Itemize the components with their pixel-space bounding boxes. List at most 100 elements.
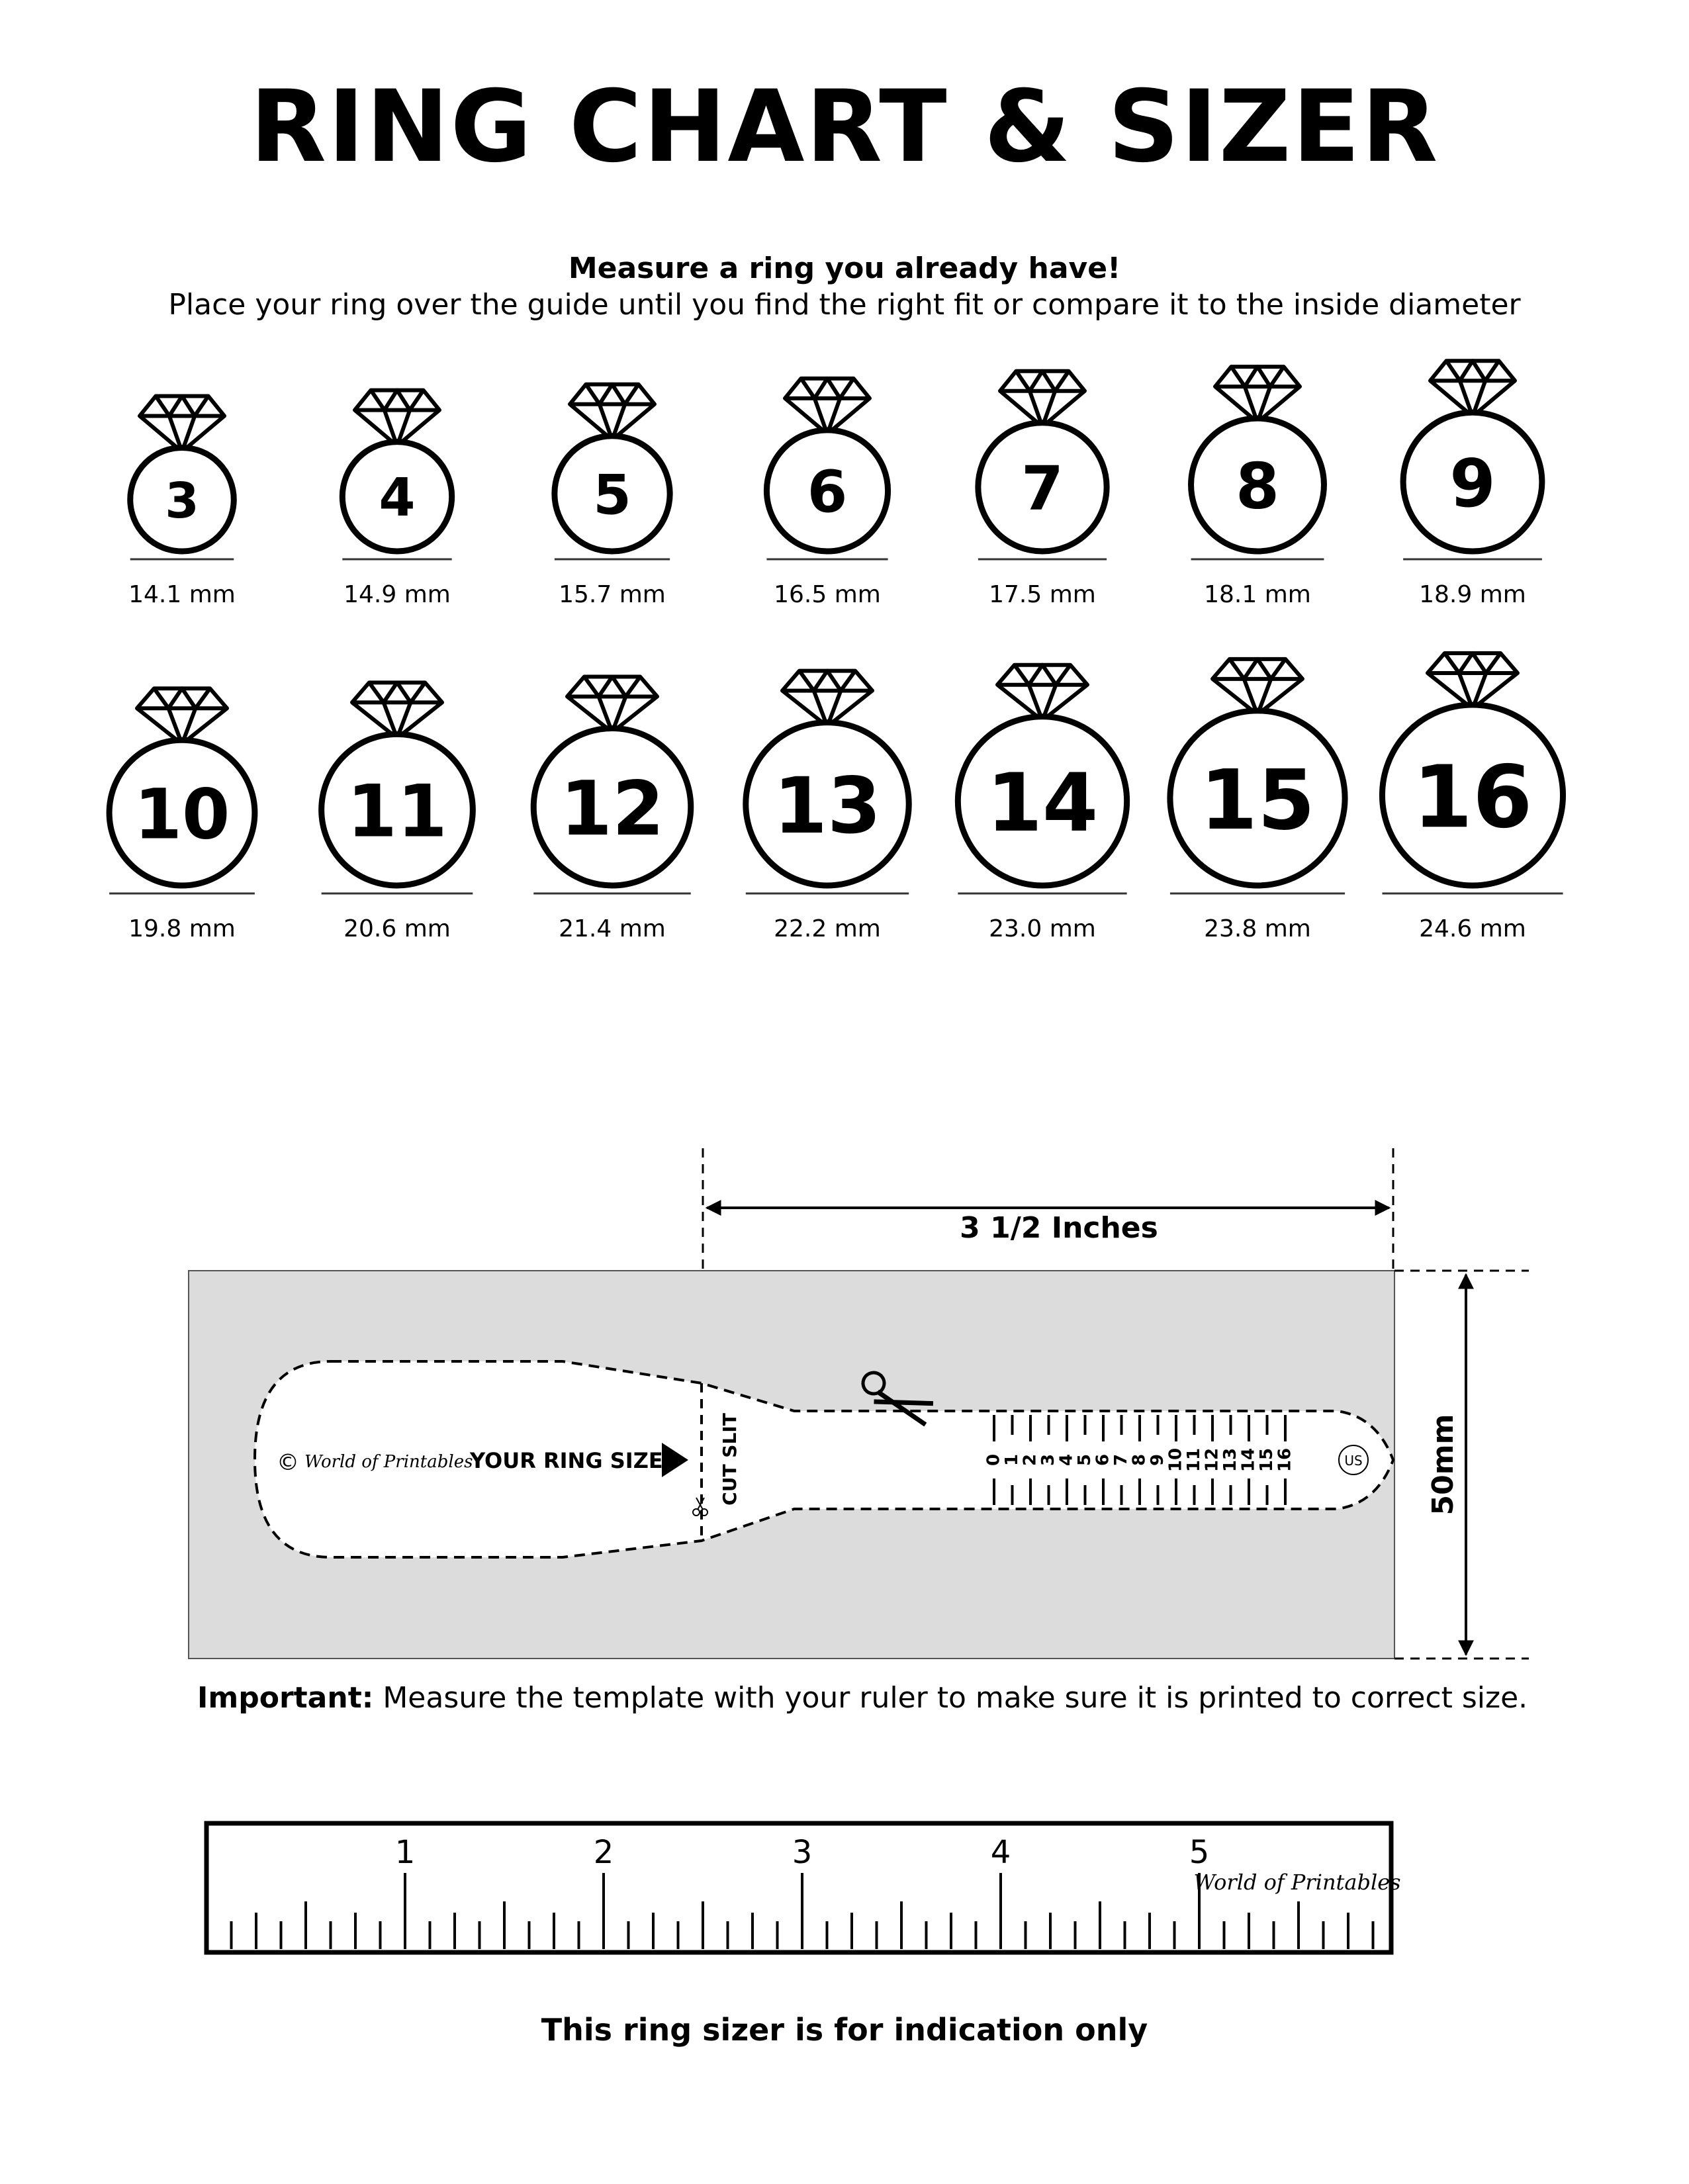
important-label: Important: <box>197 1681 374 1715</box>
diamond-icon <box>568 382 657 442</box>
ruler-number: 3 <box>792 1834 813 1871</box>
ring-size-9: 9 18.9 mm <box>1400 359 1545 608</box>
copyright-symbol: © <box>277 1449 299 1476</box>
ring-circle <box>975 420 1110 555</box>
ring-size-12: 12 21.4 mm <box>530 674 694 942</box>
ring-size-number: 11 <box>347 770 447 854</box>
diameter-label: 18.9 mm <box>1419 581 1526 608</box>
diamond-icon <box>1213 365 1302 425</box>
ring-circle <box>743 719 912 889</box>
scissors-icon <box>861 1371 934 1427</box>
diameter-label: 23.0 mm <box>989 915 1096 942</box>
ruler-number: 4 <box>991 1834 1011 1871</box>
diamond-icon <box>565 674 659 735</box>
ring-size-number: 5 <box>593 463 631 527</box>
scale-number: 11 <box>1184 1448 1204 1472</box>
ring-circle <box>763 427 891 555</box>
ring-circle <box>530 725 694 889</box>
ring-size-7: 7 17.5 mm <box>975 369 1110 608</box>
instructions-text: Place your ring over the guide until you… <box>168 288 1521 322</box>
ring-size-number: 8 <box>1236 451 1279 523</box>
ring-size-10: 10 19.8 mm <box>106 686 258 942</box>
scale-number: 2 <box>1021 1454 1040 1466</box>
diamond-icon <box>998 369 1087 429</box>
unit-badge-label: US <box>1344 1453 1362 1469</box>
diameter-label: 21.4 mm <box>559 915 666 942</box>
ring-size-number: 15 <box>1200 752 1315 848</box>
ring-size-number: 13 <box>774 760 882 851</box>
ring-size-number: 12 <box>560 765 664 852</box>
scale-number: 4 <box>1057 1454 1077 1466</box>
scale-number: 1 <box>1002 1454 1022 1466</box>
width-label: 3 1/2 Inches <box>960 1211 1158 1245</box>
diameter-label: 18.1 mm <box>1204 581 1311 608</box>
ring-circle <box>127 444 237 555</box>
scale-number: 5 <box>1075 1454 1095 1466</box>
diamond-icon <box>135 686 229 747</box>
ring-size-number: 14 <box>987 756 1098 850</box>
diamond-icon <box>353 388 441 448</box>
diameter-label: 22.2 mm <box>774 915 881 942</box>
your-ring-size-label: YOUR RING SIZE <box>469 1448 663 1473</box>
diameter-label: 14.1 mm <box>128 581 236 608</box>
ruler-brand-logo: World of Printables <box>1193 1870 1400 1895</box>
scale-number: 16 <box>1275 1448 1295 1472</box>
diameter-label: 14.9 mm <box>343 581 451 608</box>
diamond-icon <box>1426 651 1520 711</box>
scale-number: 7 <box>1111 1454 1131 1466</box>
ring-size-5: 5 15.7 mm <box>551 382 673 608</box>
page-title: RING CHART & SIZER <box>250 69 1439 185</box>
diameter-label: 15.7 mm <box>559 581 666 608</box>
ring-circle <box>551 433 673 555</box>
ring-size-15: 15 23.8 mm <box>1167 657 1348 942</box>
scale-number: 6 <box>1093 1454 1113 1466</box>
ring-size-number: 3 <box>165 473 199 529</box>
ring-size-8: 8 18.1 mm <box>1188 365 1327 608</box>
ruler-number: 2 <box>594 1834 614 1871</box>
scale-number: 10 <box>1166 1448 1186 1472</box>
diamond-icon <box>780 668 874 729</box>
ring-size-6: 616.5 mm <box>763 376 891 608</box>
ring-size-number: 7 <box>1021 453 1064 524</box>
ring-size-number: 6 <box>807 458 848 525</box>
ring-circle <box>1167 707 1348 889</box>
ring-circle <box>1188 415 1327 555</box>
cut-slit-label: CUT SLIT <box>719 1413 741 1506</box>
diamond-icon <box>995 662 1089 723</box>
ring-circle <box>1400 409 1545 555</box>
ring-size-number: 9 <box>1449 445 1496 522</box>
scale-number: 9 <box>1148 1454 1167 1466</box>
ring-size-4: 4 14.9 mm <box>339 388 455 608</box>
ring-size-number: 10 <box>134 774 230 855</box>
diamond-icon <box>1428 359 1517 419</box>
height-label: 50mm <box>1426 1414 1460 1516</box>
ring-size-3: 3 14.1 mm <box>127 394 237 608</box>
unit-badge <box>1338 1445 1369 1475</box>
diameter-label: 19.8 mm <box>128 915 236 942</box>
footer-disclaimer: This ring sizer is for indication only <box>541 2012 1148 2048</box>
scale-number: 12 <box>1203 1448 1222 1472</box>
diameter-label: 23.8 mm <box>1204 915 1311 942</box>
diamond-icon <box>783 376 872 436</box>
scale-number: 3 <box>1038 1454 1058 1466</box>
ring-circle <box>339 439 455 555</box>
diamond-icon <box>1210 657 1304 717</box>
ring-size-14: 14 23.0 mm <box>954 662 1130 942</box>
ruler-number: 1 <box>395 1834 416 1871</box>
diameter-label: 20.6 mm <box>343 915 451 942</box>
ring-size-number: 16 <box>1413 747 1533 847</box>
sizer-strip-outline <box>253 1360 1395 1559</box>
ring-sizer-template: 3 1/2 Inches 50mm CUT SLIT © World of Pr… <box>188 1148 1529 1660</box>
ring-size-chart: 3 14.1 mm 4 14.9 mm 5 15.7 mm 616.5 mm 7 17.5 mm… <box>106 359 1567 942</box>
instructions-heading: Measure a ring you already have! <box>568 251 1121 285</box>
small-scissors-icon <box>692 1497 708 1516</box>
scale-number: 14 <box>1239 1448 1259 1472</box>
diameter-label: 17.5 mm <box>989 581 1096 608</box>
ring-circle <box>954 713 1130 889</box>
ring-size-number: 4 <box>379 467 416 528</box>
ring-circle <box>106 737 258 889</box>
